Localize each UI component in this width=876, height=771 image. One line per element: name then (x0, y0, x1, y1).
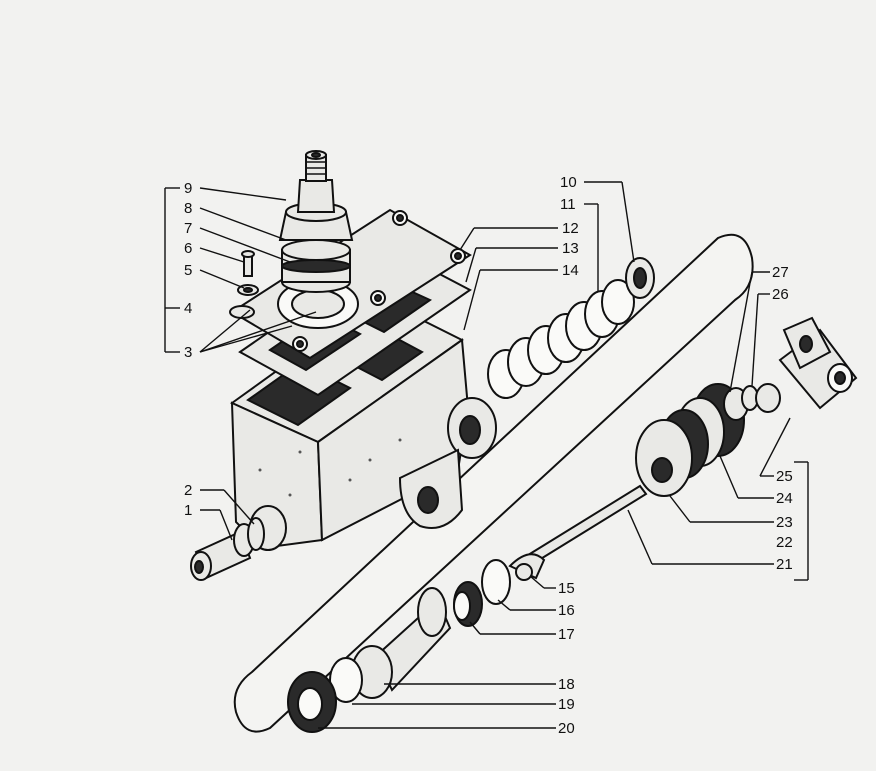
part-label-9: 9 (184, 180, 192, 197)
part-label-26: 26 (772, 286, 789, 303)
push-rod-clevis (723, 316, 858, 421)
detail-envelope (233, 233, 754, 733)
part-label-3: 3 (184, 344, 192, 361)
part-label-11: 11 (560, 196, 576, 213)
part-label-27: 27 (772, 264, 789, 281)
end-sleeve-parts (287, 587, 452, 733)
leader-lines (164, 181, 809, 729)
part-label-2: 2 (184, 482, 192, 499)
spring-seat (625, 257, 655, 299)
return-spring (487, 279, 635, 399)
part-label-8: 8 (184, 200, 192, 217)
outlet-fitting (190, 517, 265, 581)
part-label-4: 4 (184, 300, 192, 317)
part-label-10: 10 (560, 174, 577, 191)
part-label-13: 13 (562, 240, 579, 257)
part-label-19: 19 (558, 696, 575, 713)
part-label-22: 22 (776, 534, 793, 551)
small-bolt (229, 250, 259, 319)
part-label-15: 15 (558, 580, 575, 597)
part-label-24: 24 (776, 490, 793, 507)
part-label-1: 1 (184, 502, 192, 519)
part-label-14: 14 (562, 262, 579, 279)
part-label-7: 7 (184, 220, 192, 237)
part-label-25: 25 (776, 468, 793, 485)
part-label-6: 6 (184, 240, 192, 257)
filler-cap-stack (278, 150, 354, 293)
part-label-12: 12 (562, 220, 579, 237)
part-label-5: 5 (184, 262, 192, 279)
part-label-20: 20 (558, 720, 575, 737)
part-number-labels: 9 8 7 6 5 4 3 2 1 10 11 12 13 14 27 26 2… (184, 174, 793, 737)
part-label-18: 18 (558, 676, 575, 693)
valve-assembly (453, 553, 546, 627)
part-label-21: 21 (776, 556, 793, 573)
part-label-23: 23 (776, 514, 793, 531)
part-label-17: 17 (558, 626, 575, 643)
part-label-16: 16 (558, 602, 575, 619)
